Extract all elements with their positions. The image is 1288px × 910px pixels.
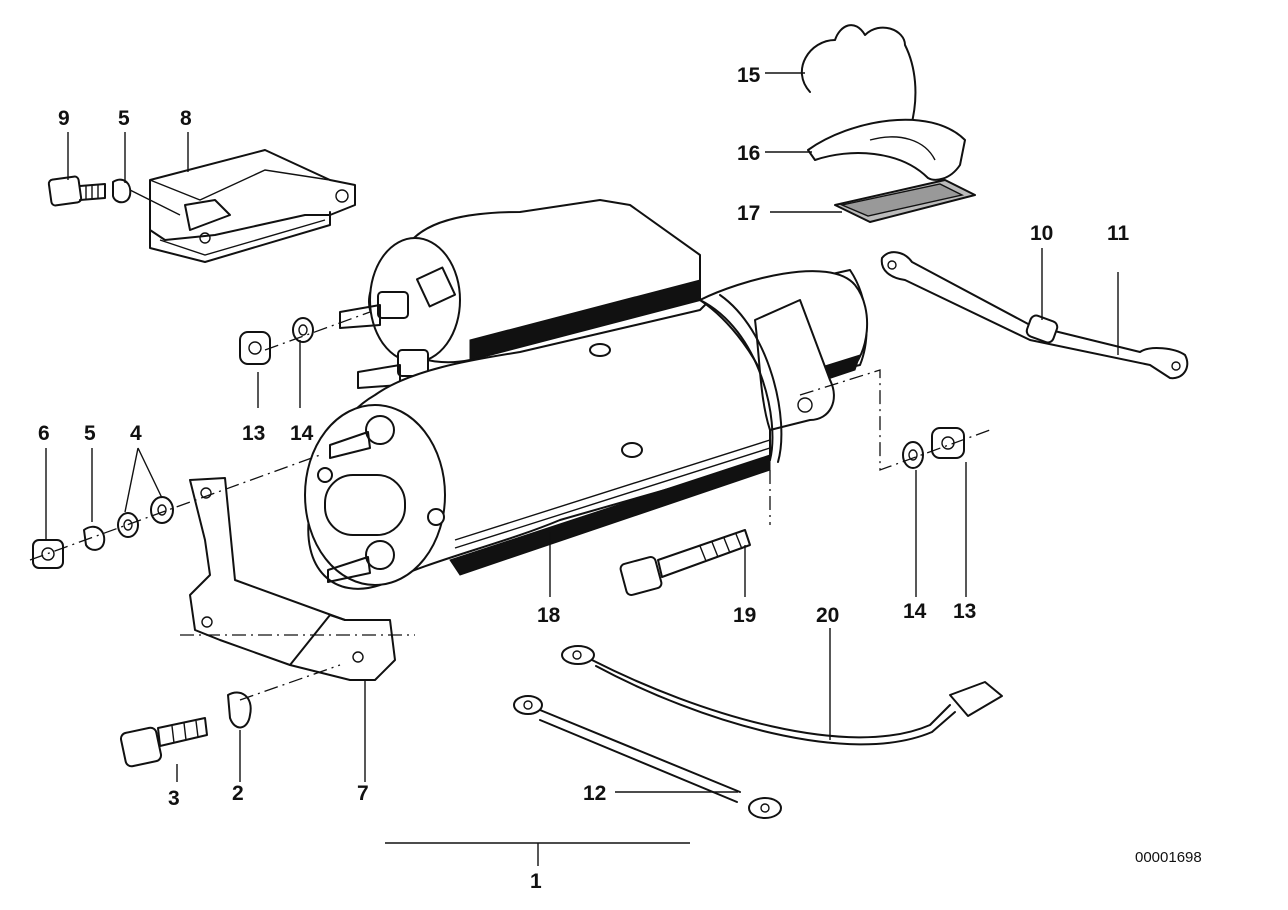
callout-12: 12 (583, 782, 606, 805)
callout-13a: 13 (242, 422, 265, 445)
callout-10: 10 (1030, 222, 1053, 245)
callout-9: 9 (58, 107, 70, 130)
callout-labels: 9 5 8 15 16 17 10 11 13 14 6 5 4 18 19 2… (38, 64, 1202, 893)
callout-7: 7 (357, 782, 369, 805)
ground-strap-lower-drawing (513, 695, 782, 819)
callout-11: 11 (1107, 222, 1130, 245)
callout-1: 1 (530, 870, 542, 893)
callout-5b: 5 (84, 422, 96, 445)
mounting-bracket-drawing (189, 477, 396, 681)
callout-19: 19 (733, 604, 756, 627)
callout-5a: 5 (118, 107, 130, 130)
callout-3: 3 (168, 787, 180, 810)
callout-14b: 14 (903, 600, 927, 623)
bottom-bolt-drawing (119, 691, 252, 768)
left-fasteners-drawing (32, 496, 174, 569)
callout-6: 6 (38, 422, 50, 445)
heat-shield-drawing (807, 118, 966, 181)
callout-8: 8 (180, 107, 192, 130)
bracket-cover-drawing (149, 149, 356, 263)
document-number: 00001698 (1135, 849, 1202, 866)
callout-2: 2 (232, 782, 244, 805)
insulation-pad-drawing (834, 179, 976, 223)
starter-motor-drawing (304, 199, 869, 590)
callout-17: 17 (737, 202, 760, 225)
callout-18: 18 (537, 604, 561, 627)
callout-13b: 13 (953, 600, 976, 623)
callout-15: 15 (737, 64, 761, 87)
leader-lines (45, 72, 1119, 866)
spring-clip-drawing (800, 24, 917, 131)
ground-strap-upper-drawing (880, 251, 1189, 380)
long-bolt-drawing (619, 529, 751, 596)
callout-14a: 14 (290, 422, 314, 445)
callout-16: 16 (737, 142, 760, 165)
right-nut-drawing (902, 427, 965, 469)
upper-left-nut-drawing (239, 317, 314, 365)
screw-upper-drawing (47, 175, 181, 216)
alignment-lines (29, 311, 991, 701)
callout-20: 20 (816, 604, 839, 627)
battery-cable-drawing (561, 645, 1003, 746)
callout-4: 4 (130, 422, 142, 445)
